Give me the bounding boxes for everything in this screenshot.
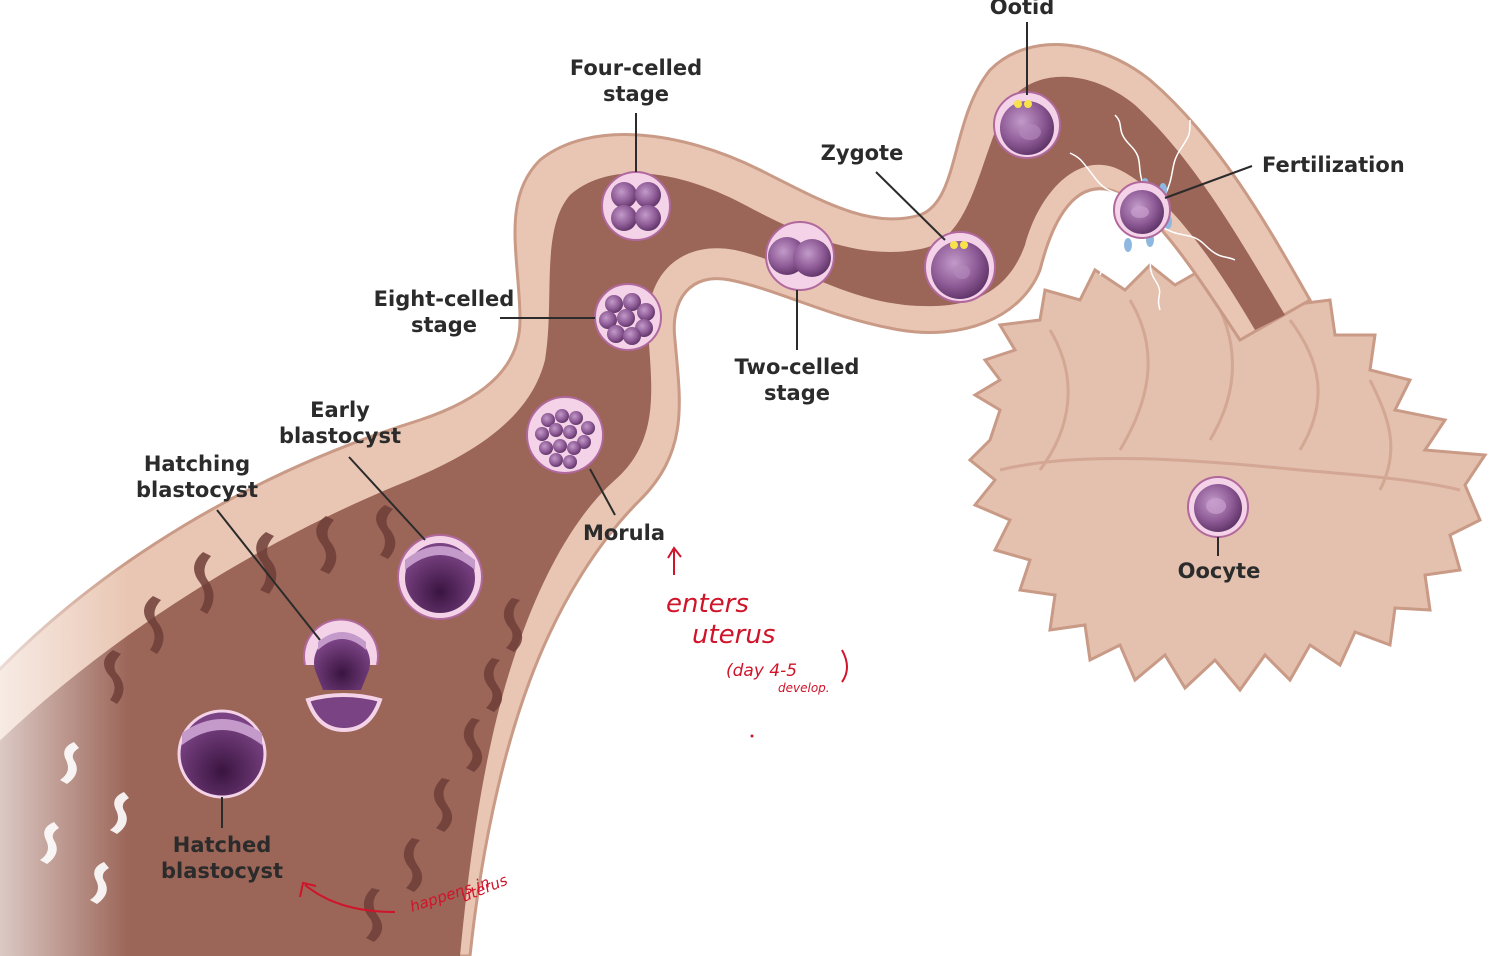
- label-eight-celled-line2: stage: [411, 313, 477, 337]
- label-eight-celled-line1: Eight-celled: [374, 287, 515, 311]
- label-oocyte: Oocyte: [1178, 559, 1261, 583]
- label-ootid: Ootid: [990, 0, 1055, 19]
- label-hatching-blastocyst-line2: blastocyst: [136, 478, 258, 502]
- leader-lines: [216, 22, 1253, 828]
- fimbria-fold: [1038, 329, 1070, 471]
- lumen-fade: [0, 560, 580, 956]
- label-hatching-blastocyst-line1: Hatching: [144, 452, 250, 476]
- label-hatched-blastocyst-line1: Hatched: [173, 833, 271, 857]
- fimbria-fold: [999, 456, 1461, 492]
- label-four-celled-line1: Four-celled: [570, 56, 702, 80]
- label-fertilization: Fertilization: [1262, 153, 1405, 177]
- label-early-blastocyst-line2: blastocyst: [279, 424, 401, 448]
- note-day: (day 4-5: [726, 661, 797, 681]
- label-morula: Morula: [583, 521, 665, 545]
- stray-dot: [750, 734, 754, 738]
- note-enters: enters: [666, 589, 749, 619]
- label-hatched-blastocyst-line2: blastocyst: [161, 859, 283, 883]
- hatched-blastocyst-cell: [177, 709, 267, 799]
- label-two-celled-line1: Two-celled: [735, 355, 860, 379]
- four-celled-cell: [601, 171, 671, 241]
- fimbria-fold: [1288, 319, 1320, 451]
- ootid-cell: [993, 91, 1061, 159]
- arrow-left-icon: [299, 881, 396, 913]
- note-develop: develop.: [778, 681, 830, 695]
- hatching-blastocyst-cell: [303, 618, 383, 733]
- note-uterus: uterus: [692, 620, 775, 650]
- uterine-wall-villi: [40, 742, 129, 904]
- arrow-up-icon: [667, 546, 682, 575]
- label-two-celled-line2: stage: [764, 381, 830, 405]
- label-four-celled-line2: stage: [603, 82, 669, 106]
- fimbria-fold: [1118, 299, 1150, 451]
- eight-celled-cell: [594, 283, 662, 351]
- label-zygote: Zygote: [821, 141, 904, 165]
- early-blastocyst-cell: [397, 534, 483, 620]
- oocyte-cell: [1187, 476, 1249, 538]
- fertilization-cell: [1113, 181, 1171, 239]
- paren-close: [841, 649, 848, 683]
- morula-cell: [526, 396, 604, 474]
- label-early-blastocyst-line1: Early: [310, 398, 370, 422]
- two-celled-cell: [765, 221, 835, 291]
- zygote-cell: [924, 231, 996, 303]
